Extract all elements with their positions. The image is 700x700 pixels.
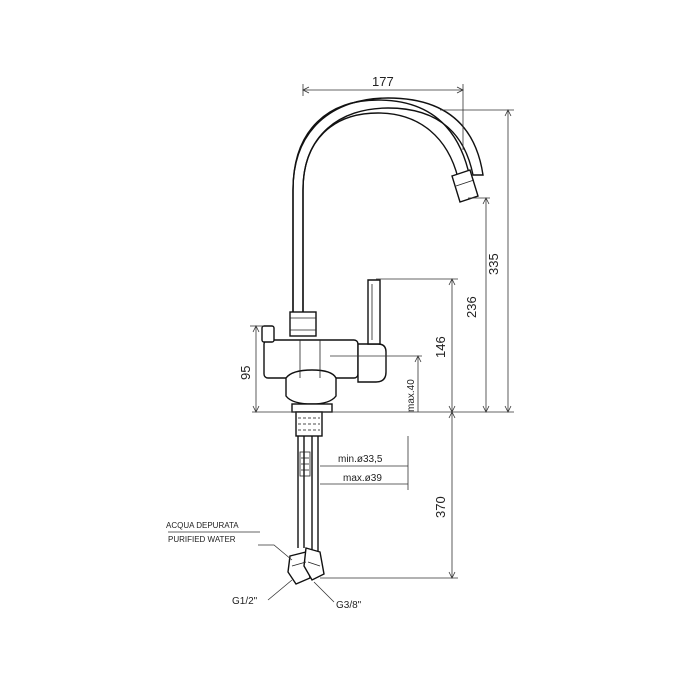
spout [292,97,484,312]
dimension-min-diameter-label: min.ø33,5 [338,454,383,465]
dimension-max-diameter-label: max.ø39 [343,473,382,484]
dimension-177-label: 177 [372,74,394,89]
dimension-max40 [330,355,422,412]
dimension-370-label: 370 [433,496,448,518]
leader-g12 [267,579,293,601]
lever-handle [367,279,381,345]
faucet-body [263,339,387,413]
leader-purified [258,544,293,561]
label-g12: G1/2" [232,596,258,607]
dimension-95 [250,325,264,413]
spout-aerator [451,169,479,203]
spout-collar [289,311,317,337]
hose-fittings [287,547,325,585]
dimension-146-label: 146 [433,336,448,358]
label-g38: G3/8" [336,600,362,611]
dimension-370 [320,411,458,579]
dimension-max40-label: max.40 [406,379,417,412]
label-acqua-depurata: ACQUA DEPURATA [166,521,239,530]
dimension-95-label: 95 [238,366,253,380]
dimension-335-label: 335 [486,253,501,275]
dimension-177 [302,84,464,150]
leader-g38 [313,581,335,603]
mounting-shank [295,411,323,552]
dimension-146 [376,278,458,413]
dimension-236-label: 236 [464,296,479,318]
label-purified-water: PURIFIED WATER [168,535,236,544]
dimension-335 [440,109,514,413]
dimension-diameters [320,436,409,490]
filter-button [261,325,275,343]
